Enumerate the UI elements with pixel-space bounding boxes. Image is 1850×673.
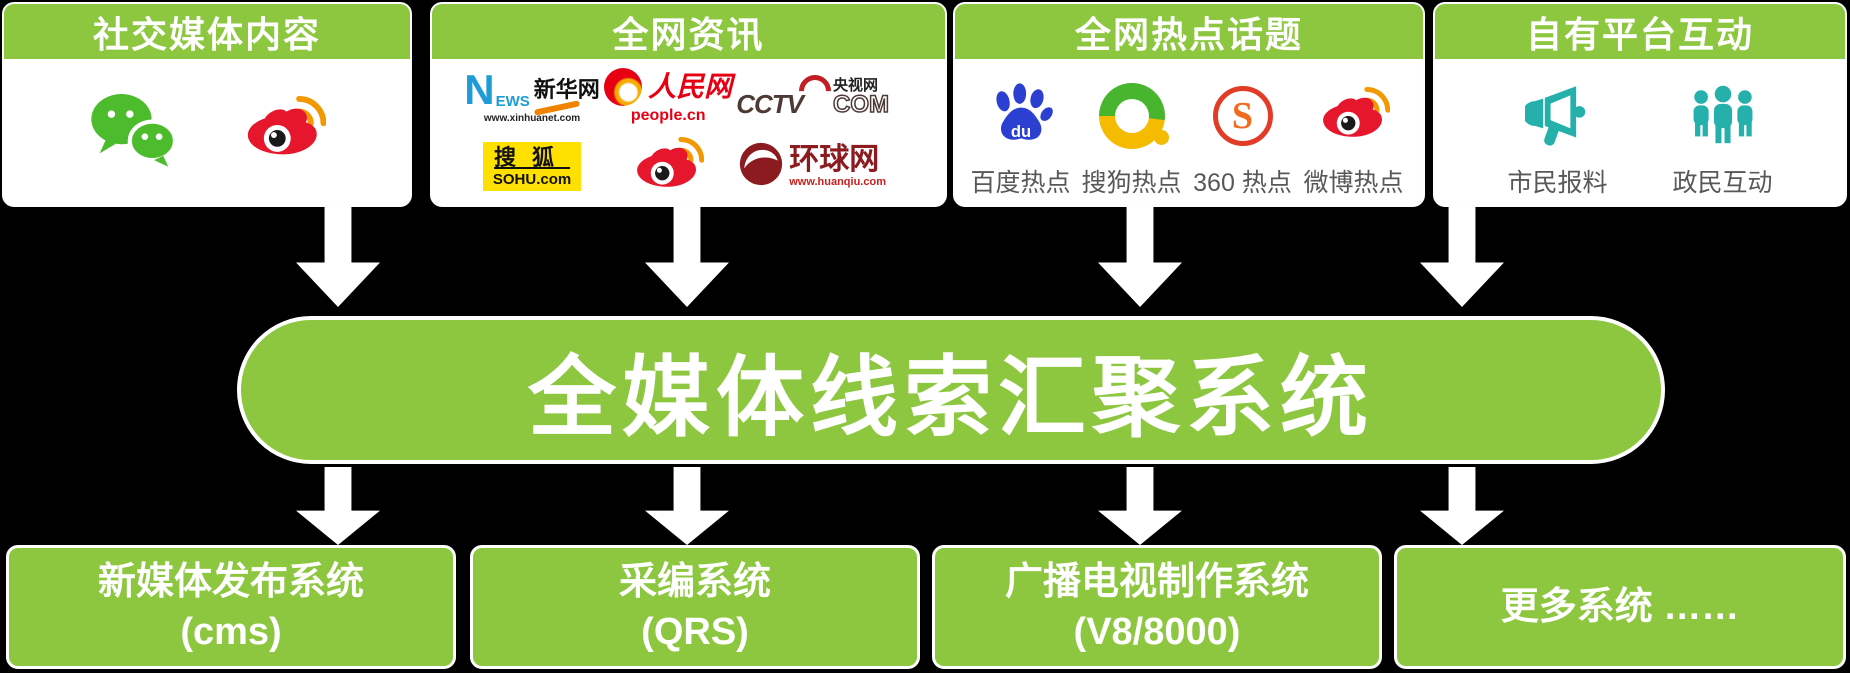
bottom-box-more-systems: 更多系统 …… [1394, 545, 1846, 669]
card-body-own-platform: 市民报料 政民互动 [1435, 59, 1845, 205]
sogou-hot-item: 搜狗热点 [1076, 73, 1187, 199]
card-body-hot-topics: du 百度热点 搜狗热点 S 360 热点 [955, 59, 1423, 205]
gov-interaction-item: 政民互动 [1640, 73, 1805, 199]
card-title-social-media: 社交媒体内容 [4, 4, 410, 59]
huanqiu-name: 环球网 [789, 142, 880, 176]
down-arrow-icon [1098, 467, 1182, 545]
people-group-icon [1689, 73, 1757, 159]
people-sun-icon [604, 68, 643, 106]
huanqiu-logo: 环球网 www.huanqiu.com [739, 142, 886, 190]
huanqiu-globe-icon [739, 142, 783, 190]
down-arrow-icon [1098, 206, 1182, 307]
xinhuanet-logo: N EWS 新华网 www.xinhuanet.com [464, 65, 600, 124]
weibo-icon [242, 91, 327, 174]
bottom-box-qrs-line2: (QRS) [641, 611, 749, 653]
baidu-hot-label: 百度热点 [970, 169, 1071, 197]
bottom-box-qrs-line1: 采编系统 [618, 560, 771, 603]
bottom-box-more-line1: 更多系统 …… [1500, 585, 1740, 628]
sogou-hot-label: 搜狗热点 [1081, 169, 1182, 197]
sohu-name: 搜狐 [494, 144, 571, 170]
citizen-report-item: 市民报料 [1475, 73, 1640, 199]
megaphone-icon [1524, 73, 1591, 159]
bottom-box-cms-line1: 新媒体发布系统 [97, 560, 364, 603]
cctv-logo: CCTV 央视网 COM [736, 68, 890, 119]
sohu-logo: 搜狐 SOHU.com [482, 141, 582, 191]
hub-aggregation-system: 全媒体线索汇聚系统 [237, 316, 1665, 464]
baidu-hot-item: du 百度热点 [965, 73, 1076, 199]
card-hot-topics: 全网热点话题 du 百度热点 [953, 2, 1425, 207]
bottom-box-qrs: 采编系统 (QRS) [470, 545, 920, 669]
card-title-hot-topics: 全网热点话题 [955, 4, 1423, 59]
down-arrow-icon [1420, 206, 1504, 307]
down-arrow-icon [296, 206, 380, 307]
baidu-paw-icon: du [989, 73, 1053, 159]
xinhuanet-name: 新华网 [533, 76, 600, 102]
360-hot-item: S 360 热点 [1187, 73, 1298, 199]
card-body-web-news: N EWS 新华网 www.xinhuanet.com 人民网 people.c… [432, 59, 945, 205]
weibo-hot-label: 微博热点 [1303, 169, 1404, 197]
xinhuanet-ews: EWS [495, 92, 530, 110]
card-body-social-media [4, 59, 410, 205]
weibo-small-icon [632, 133, 705, 199]
hub-title: 全媒体线索汇聚系统 [527, 347, 1374, 447]
cctv-name: 央视网 [833, 77, 879, 94]
weibo-hot-item: 微博热点 [1298, 73, 1409, 199]
people-url: people.cn [630, 107, 706, 124]
sohu-url: SOHU.com [492, 170, 572, 188]
card-social-media-content: 社交媒体内容 [2, 2, 412, 207]
gov-interaction-label: 政民互动 [1672, 169, 1773, 197]
bottom-box-cms: 新媒体发布系统 (cms) [6, 545, 456, 669]
card-own-platform: 自有平台互动 市民报料 [1433, 2, 1847, 207]
cctv-abbr: CCTV [736, 89, 804, 119]
down-arrow-icon [296, 467, 380, 545]
people-name: 人民网 [648, 71, 733, 102]
360-hot-label: 360 热点 [1193, 169, 1292, 197]
weibo-hot-icon [1318, 73, 1390, 159]
360-s-letter: S [1231, 95, 1254, 137]
360-icon: S [1212, 73, 1273, 159]
card-title-own-platform: 自有平台互动 [1435, 4, 1845, 59]
bottom-box-broadcast-line2: (V8/8000) [1073, 611, 1241, 653]
xinhuanet-url: www.xinhuanet.com [483, 112, 581, 124]
wechat-icon [88, 88, 180, 177]
citizen-report-label: 市民报料 [1507, 169, 1608, 197]
down-arrow-icon [1420, 467, 1504, 545]
bottom-box-cms-line2: (cms) [180, 611, 282, 653]
card-web-news: 全网资讯 N EWS 新华网 www.xinhuanet.com 人民网 [430, 2, 947, 207]
bottom-box-broadcast: 广播电视制作系统 (V8/8000) [932, 545, 1382, 669]
bottom-box-broadcast-line1: 广播电视制作系统 [1004, 560, 1309, 603]
card-title-web-news: 全网资讯 [432, 4, 945, 59]
people-cn-logo: 人民网 people.cn [604, 68, 732, 124]
xinhuanet-n: N [464, 65, 495, 113]
down-arrow-icon [645, 467, 729, 545]
cctv-com: COM [832, 91, 890, 118]
baidu-du-text: du [1010, 122, 1030, 141]
down-arrow-icon [645, 206, 729, 307]
huanqiu-url: www.huanqiu.com [789, 175, 886, 188]
sogou-ring-icon [1098, 73, 1169, 159]
